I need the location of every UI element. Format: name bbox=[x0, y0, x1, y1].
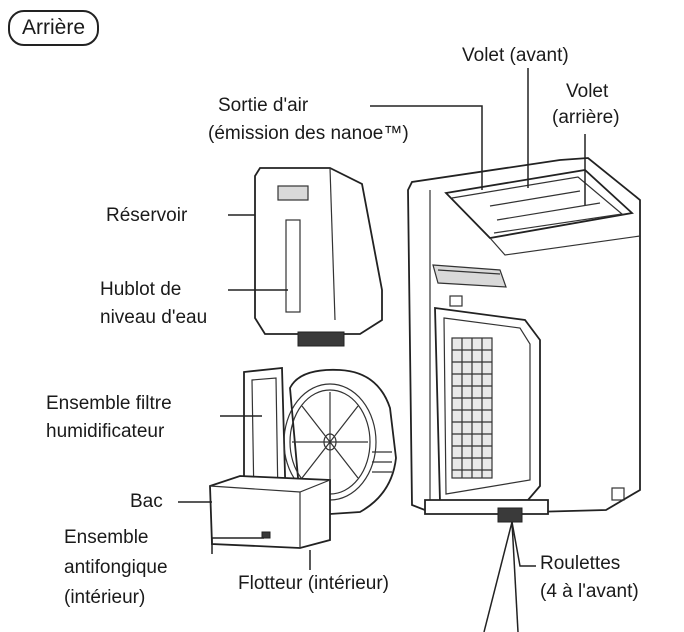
label-roulettes-line2: (4 à l'avant) bbox=[540, 581, 639, 602]
label-roulettes-line1: Roulettes bbox=[540, 553, 621, 574]
reservoir-illustration bbox=[254, 167, 383, 347]
label-sortie-air-line1: Sortie d'air bbox=[218, 95, 309, 116]
label-hublot-line1: Hublot de bbox=[100, 279, 182, 300]
label-sortie-air-line2: (émission des nanoe™) bbox=[208, 123, 409, 144]
label-antifongique-line2: antifongique bbox=[64, 557, 168, 578]
label-flotteur: Flotteur (intérieur) bbox=[238, 573, 389, 594]
label-volet-arriere-line1: Volet bbox=[566, 81, 609, 102]
label-volet-avant: Volet (avant) bbox=[462, 45, 569, 66]
label-antifongique-line1: Ensemble bbox=[64, 527, 149, 548]
label-hublot-line2: niveau d'eau bbox=[100, 307, 208, 328]
label-ensemble-filtre-line1: Ensemble filtre bbox=[46, 393, 172, 414]
bac-illustration bbox=[209, 475, 331, 549]
leader-lines bbox=[178, 68, 586, 632]
label-antifongique-line3: (intérieur) bbox=[64, 587, 146, 608]
view-title-badge: Arrière bbox=[8, 10, 100, 46]
label-volet-arriere-line2: (arrière) bbox=[552, 107, 620, 128]
label-reservoir: Réservoir bbox=[106, 205, 188, 226]
label-ensemble-filtre-line2: humidificateur bbox=[46, 421, 165, 442]
label-bac: Bac bbox=[130, 491, 163, 512]
main-unit-illustration bbox=[407, 157, 641, 523]
